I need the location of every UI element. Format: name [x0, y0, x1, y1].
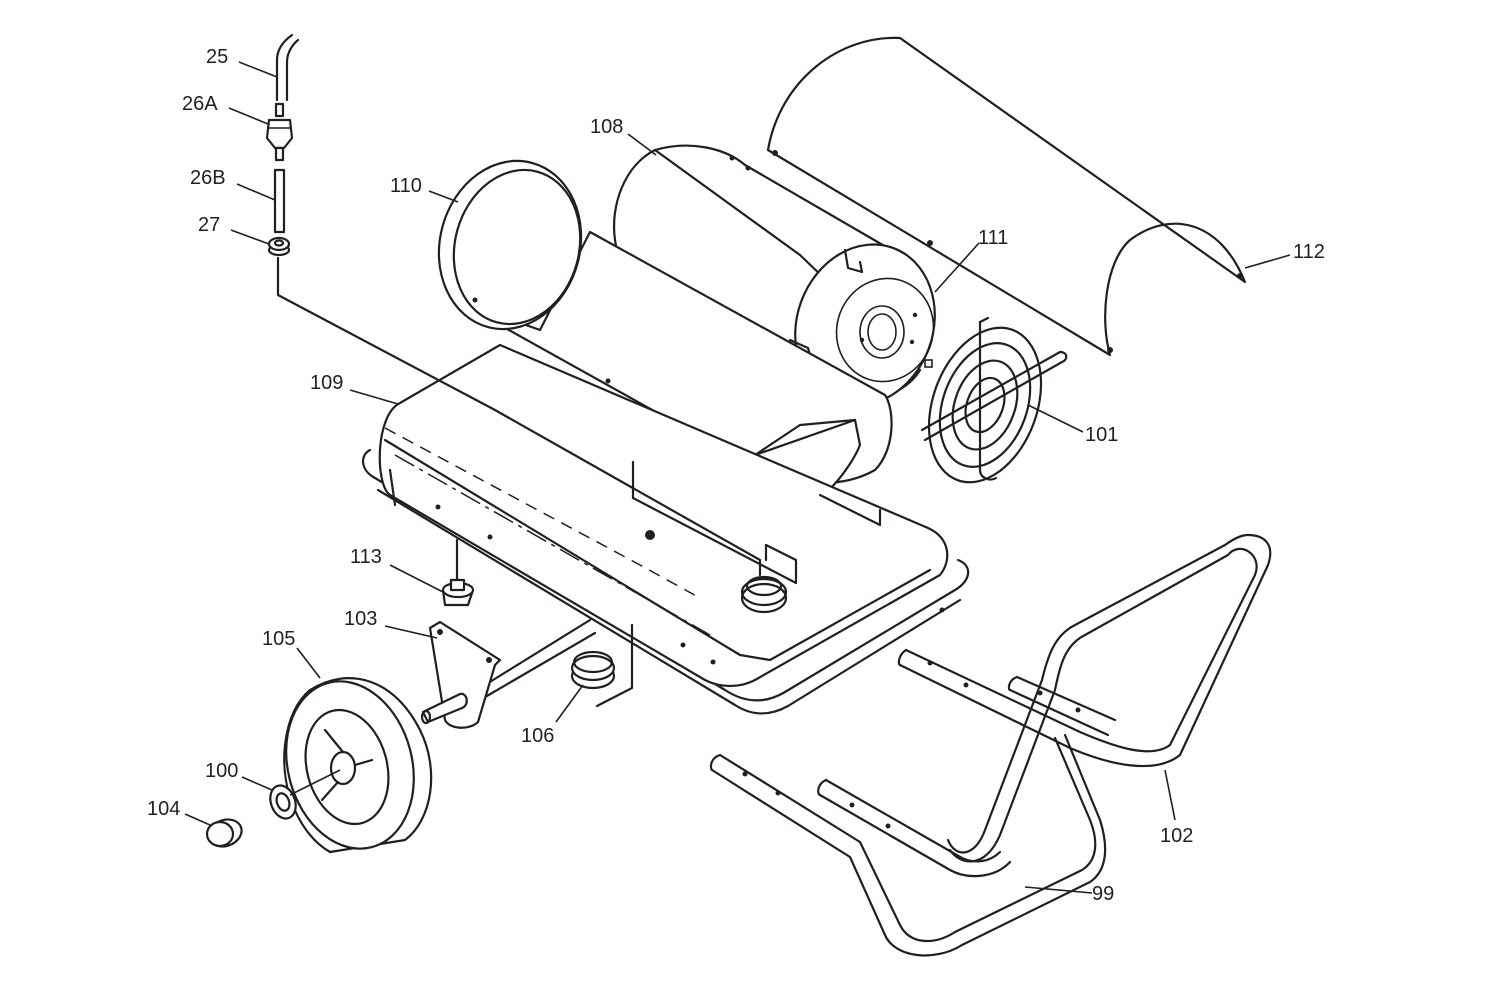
callout-109: 109 — [310, 372, 343, 394]
callout-103: 103 — [344, 608, 377, 630]
part-105-wheel — [283, 677, 433, 854]
callout-110: 110 — [390, 175, 422, 197]
callout-104: 104 — [147, 798, 180, 820]
callout-labels: 25 26A 26B 27 110 108 109 111 112 101 11… — [147, 46, 1325, 905]
callout-111: 111 — [978, 227, 1008, 249]
part-103-axle-bracket — [420, 618, 597, 729]
part-102-upper-handle — [897, 533, 1272, 863]
part-113-drain-plug — [441, 538, 475, 607]
callout-108: 108 — [590, 116, 623, 138]
callout-27: 27 — [198, 214, 220, 236]
callout-25: 25 — [206, 46, 228, 68]
leader-lines — [184, 61, 1291, 894]
part-109-fuel-tank — [276, 256, 970, 715]
part-26b-fuel-line — [273, 168, 286, 234]
part-104-hub-cap — [205, 818, 243, 848]
callout-113: 113 — [350, 546, 382, 568]
callout-26b: 26B — [190, 167, 226, 189]
callout-112: 112 — [1293, 241, 1325, 263]
callout-99: 99 — [1092, 883, 1114, 905]
callout-105: 105 — [262, 628, 295, 650]
part-106-fuel-cap — [570, 623, 634, 708]
part-26a-fuel-filter — [265, 102, 294, 162]
part-101-rear-guard — [920, 316, 1068, 484]
part-25-fuel-hose — [275, 33, 300, 102]
part-112-upper-shroud — [766, 36, 1247, 357]
part-100-retainer-ring — [269, 769, 341, 820]
callout-102: 102 — [1160, 825, 1193, 847]
callout-26a: 26A — [182, 93, 218, 115]
callout-106: 106 — [521, 725, 554, 747]
callout-100: 100 — [205, 760, 238, 782]
part-27-grommet — [267, 236, 291, 257]
part-99-lower-frame — [709, 733, 1107, 957]
callout-101: 101 — [1085, 424, 1118, 446]
